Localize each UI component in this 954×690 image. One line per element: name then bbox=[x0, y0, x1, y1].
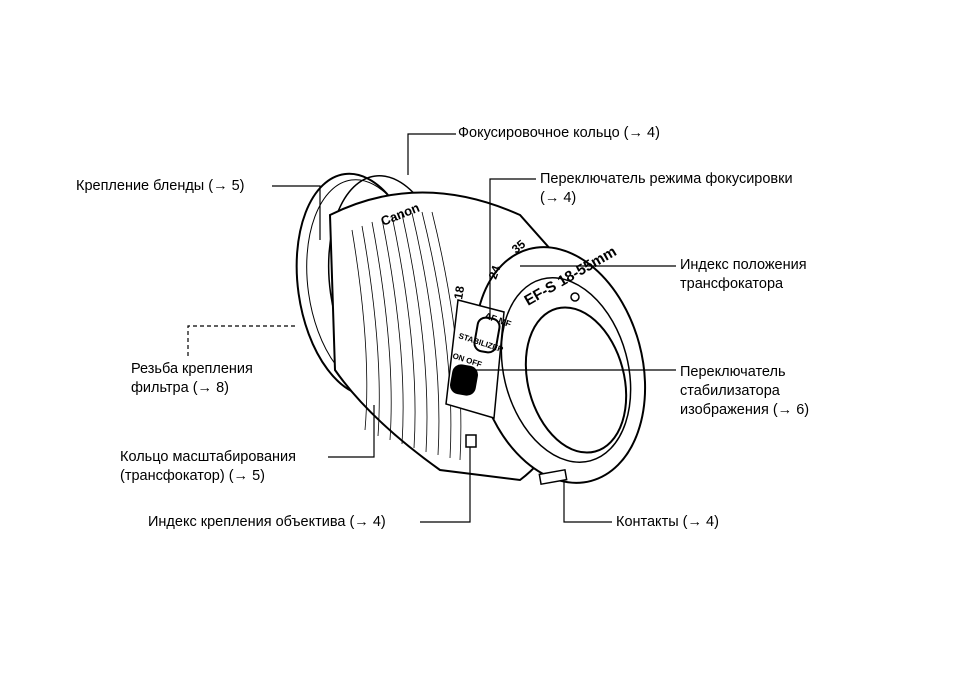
leader-contacts bbox=[563, 482, 612, 523]
leader-focus-ring bbox=[407, 133, 456, 175]
label-filter-thread-line2: фильтра (→ 8) bbox=[131, 380, 229, 396]
rear-mount-inner bbox=[500, 277, 632, 463]
label-filter-thread: Резьба крепления фильтра (→ 8) bbox=[131, 360, 253, 398]
label-hood-mount: Крепление бленды (→ 5) bbox=[76, 178, 245, 194]
leader-mount-index bbox=[420, 447, 471, 523]
leader-focus-mode-switch bbox=[489, 178, 536, 318]
label-stabilizer-switch: Переключатель стабилизатора изображения … bbox=[680, 363, 809, 420]
label-focus-mode-switch-line1: Переключатель режима фокусировки bbox=[540, 171, 793, 187]
label-contacts: Контакты (→ 4) bbox=[616, 514, 719, 530]
leader-zoom-ring bbox=[328, 405, 375, 458]
label-stabilizer-switch-line3: изображения (→ 6) bbox=[680, 402, 810, 418]
label-zoom-ring: Кольцо масштабирования (трансфокатор) (→… bbox=[120, 448, 296, 486]
stabilizer-switch-knob bbox=[450, 364, 478, 396]
label-focus-mode-switch: Переключатель режима фокусировки (→ 4) bbox=[540, 170, 793, 208]
lens-illustration bbox=[295, 172, 647, 486]
label-stabilizer-switch-line2: стабилизатора bbox=[680, 383, 780, 399]
label-zoom-ring-line2: (трансфокатор) (→ 5) bbox=[120, 468, 265, 484]
label-stabilizer-switch-line1: Переключатель bbox=[680, 364, 786, 380]
leader-lines bbox=[187, 133, 676, 523]
mount-index-mark bbox=[465, 434, 477, 448]
electrical-contacts bbox=[538, 468, 568, 486]
label-focus-ring: Фокусировочное кольцо (→ 4) bbox=[458, 125, 660, 141]
leader-hood-mount bbox=[272, 185, 321, 240]
label-zoom-index-line1: Индекс положения bbox=[680, 257, 807, 273]
label-zoom-index-line2: трансфокатора bbox=[680, 276, 784, 292]
zoom-ring bbox=[351, 211, 462, 461]
label-focus-mode-switch-line2: (→ 4) bbox=[540, 190, 577, 206]
focus-mode-switch-knob bbox=[473, 316, 501, 354]
label-filter-thread-line1: Резьба крепления bbox=[131, 361, 253, 377]
rear-lens-element bbox=[524, 306, 628, 454]
label-zoom-ring-line1: Кольцо масштабирования bbox=[120, 449, 296, 465]
mount-screw bbox=[570, 292, 580, 302]
label-zoom-index: Индекс положения трансфокатора bbox=[680, 256, 807, 294]
focal-mark-18: 18 bbox=[451, 285, 467, 301]
leader-filter-thread bbox=[187, 325, 295, 356]
label-mount-index: Индекс крепления объектива (→ 4) bbox=[148, 514, 386, 530]
